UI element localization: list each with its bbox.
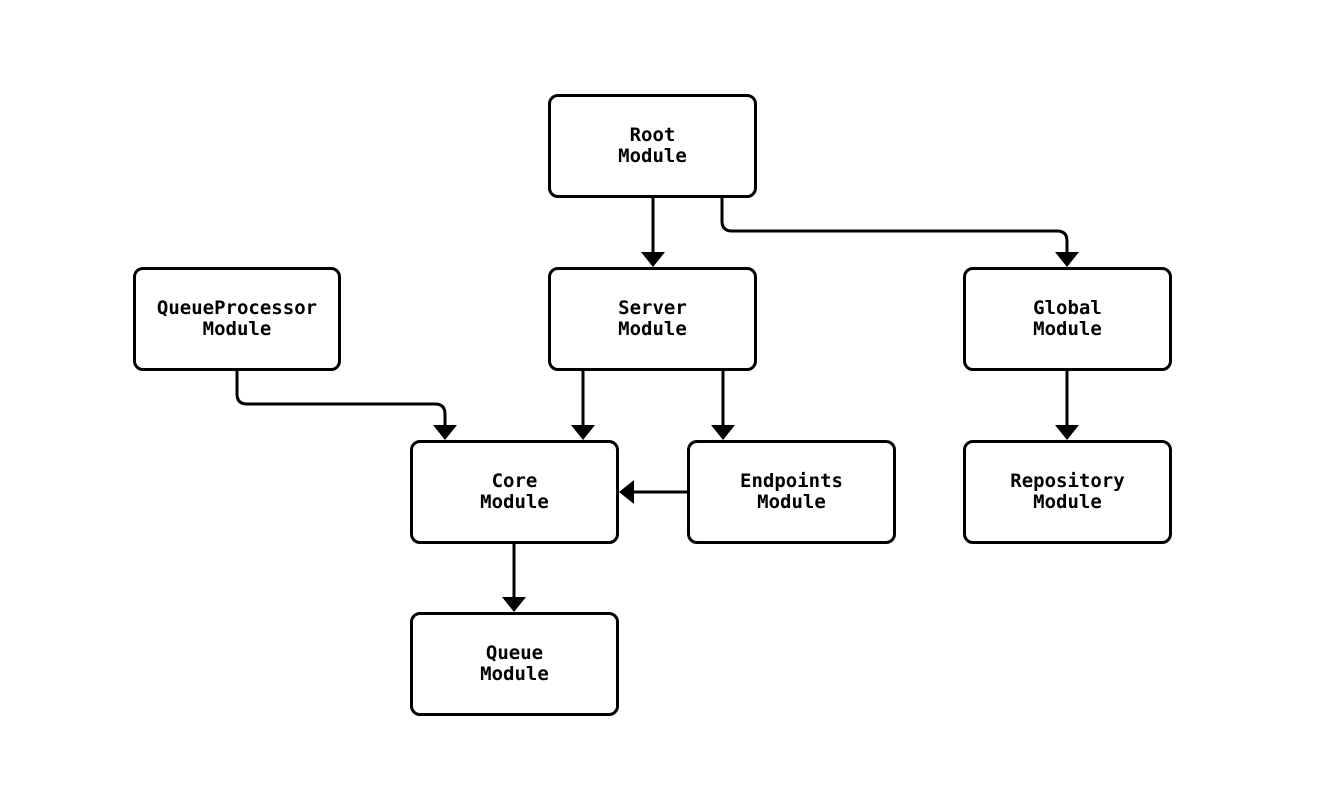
node-label-root: Root Module — [618, 124, 687, 167]
node-queue: Queue Module — [410, 612, 619, 716]
node-label-queueprocessor: QueueProcessor Module — [156, 297, 318, 340]
arrowhead-root-global — [1055, 252, 1079, 267]
arrowhead-global-repository — [1055, 425, 1079, 440]
node-label-core: Core Module — [480, 470, 549, 513]
node-server: Server Module — [548, 267, 757, 371]
node-label-endpoints: Endpoints Module — [740, 470, 843, 513]
node-root: Root Module — [548, 94, 757, 198]
node-label-repository: Repository Module — [1010, 470, 1125, 513]
node-label-queue: Queue Module — [480, 642, 549, 685]
arrowhead-core-queue — [502, 597, 526, 612]
node-repository: Repository Module — [963, 440, 1172, 544]
arrowhead-queueprocessor-core — [433, 425, 457, 440]
edge-root-global — [720, 198, 1069, 252]
arrowhead-endpoints-core — [619, 480, 634, 504]
node-label-server: Server Module — [618, 297, 687, 340]
arrowhead-server-core — [571, 425, 595, 440]
node-endpoints: Endpoints Module — [687, 440, 896, 544]
node-queueprocessor: QueueProcessor Module — [133, 267, 341, 371]
arrowhead-root-server — [641, 252, 665, 267]
node-label-global: Global Module — [1033, 297, 1102, 340]
node-core: Core Module — [410, 440, 619, 544]
arrowhead-server-endpoints — [711, 425, 735, 440]
edge-queueprocessor-core — [235, 371, 447, 425]
node-global: Global Module — [963, 267, 1172, 371]
